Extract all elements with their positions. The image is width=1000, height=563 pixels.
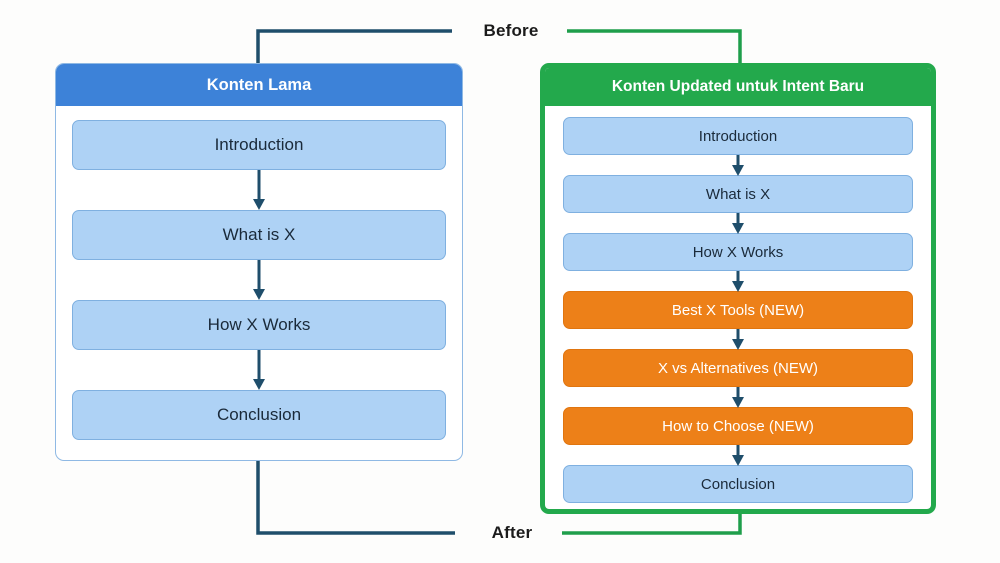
flow-arrow-down-icon xyxy=(252,170,266,210)
panel-konten-updated: Konten Updated untuk Intent Baru Introdu… xyxy=(540,63,936,514)
step-box-new[interactable]: X vs Alternatives (NEW) xyxy=(563,349,913,387)
flow-arrow-down-icon xyxy=(731,155,745,176)
panel-new-header: Konten Updated untuk Intent Baru xyxy=(545,68,931,106)
flow-arrow-down-icon xyxy=(731,387,745,408)
band-label-before: Before xyxy=(455,21,567,41)
step-box[interactable]: Introduction xyxy=(563,117,913,155)
flow-arrow-down-icon xyxy=(731,271,745,292)
connector-after-new xyxy=(548,514,742,535)
panel-old-header: Konten Lama xyxy=(56,64,462,106)
connector-before-old xyxy=(256,29,452,63)
step-box-new[interactable]: Best X Tools (NEW) xyxy=(563,291,913,329)
step-box[interactable]: What is X xyxy=(72,210,446,260)
step-box[interactable]: Introduction xyxy=(72,120,446,170)
step-box[interactable]: Conclusion xyxy=(72,390,446,440)
connector-before-new xyxy=(550,29,742,63)
flow-arrow-down-icon xyxy=(252,260,266,300)
step-box[interactable]: Conclusion xyxy=(563,465,913,503)
flow-arrow-down-icon xyxy=(731,329,745,350)
step-box[interactable]: How X Works xyxy=(72,300,446,350)
connector-after-old xyxy=(256,461,455,535)
step-box[interactable]: How X Works xyxy=(563,233,913,271)
band-label-after: After xyxy=(462,523,562,543)
flow-arrow-down-icon xyxy=(252,350,266,390)
flow-arrow-down-icon xyxy=(731,213,745,234)
step-box[interactable]: What is X xyxy=(563,175,913,213)
flow-arrow-down-icon xyxy=(731,445,745,466)
step-box-new[interactable]: How to Choose (NEW) xyxy=(563,407,913,445)
